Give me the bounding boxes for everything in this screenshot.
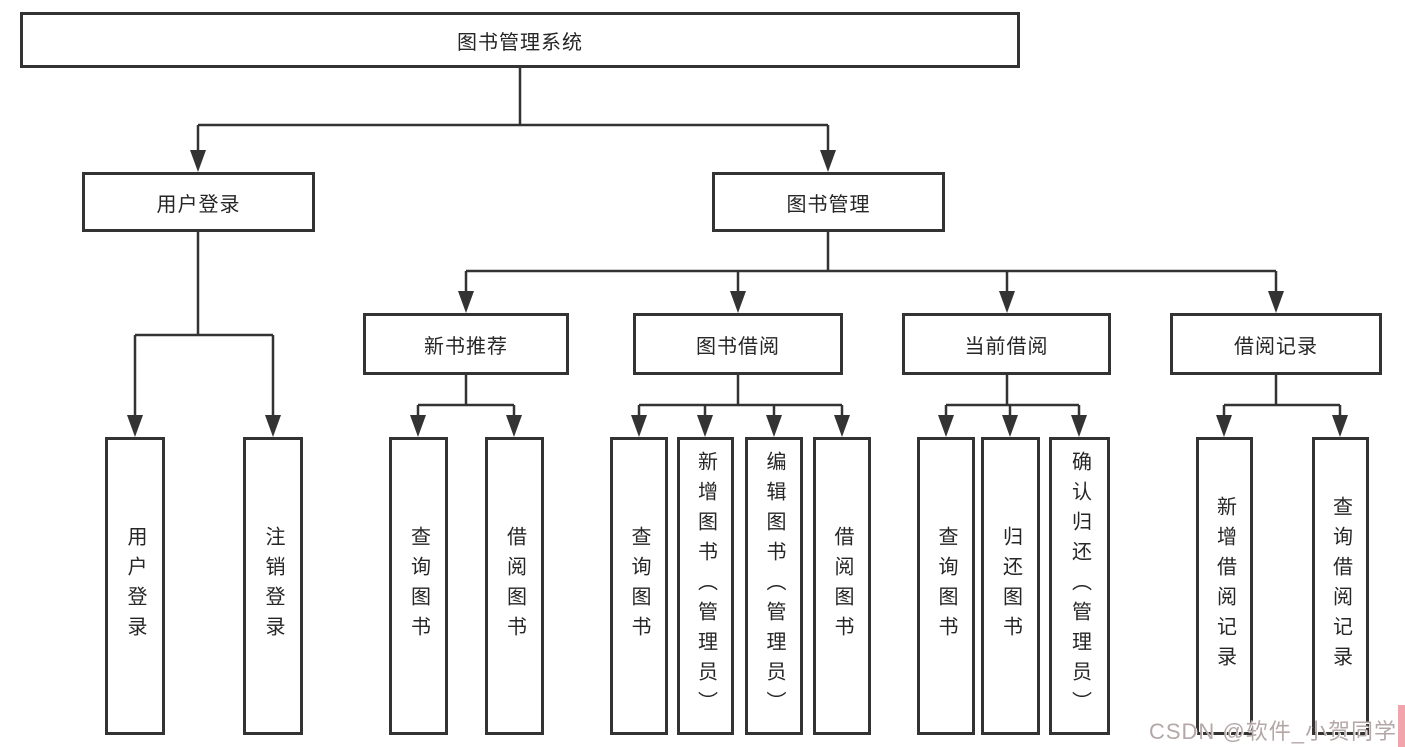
connector-new-book [416,375,516,417]
node-new-book: 新书推荐 [363,313,569,375]
connector-root [196,68,830,152]
connector-book-borrow [637,375,844,417]
node-root-label: 图书管理系统 [457,31,583,54]
leaf-user-login: 用户登录 [105,437,165,735]
leaf-borrow-edit-admin-label: 编辑图书（管理员） [763,451,785,721]
node-current-borrow-label: 当前借阅 [964,335,1049,358]
connector-current-borrow [944,375,1081,417]
node-user-login: 用户登录 [82,172,315,232]
leaf-current-confirm-admin-label: 确认归还（管理员） [1068,451,1091,721]
leaf-newbook-borrow-label: 借阅图书 [503,526,526,646]
leaf-logout-label: 注销登录 [262,526,284,646]
leaf-newbook-query: 查询图书 [389,437,448,735]
leaf-borrow-query-label: 查询图书 [628,526,650,646]
arrowheads [127,150,1348,437]
leaf-user-login-label: 用户登录 [124,526,146,646]
connector-book-mgmt [464,232,1278,293]
leaf-record-query: 查询借阅记录 [1312,437,1369,735]
leaf-borrow-add-admin: 新增图书（管理员） [677,437,734,735]
node-book-borrow-label: 图书借阅 [696,335,780,358]
watermark: CSDN @软件_小贺同学 [1148,719,1397,744]
leaf-borrow-edit-admin: 编辑图书（管理员） [745,437,803,735]
leaf-current-query-label: 查询图书 [935,526,957,646]
leaf-logout: 注销登录 [243,437,303,735]
node-user-login-label: 用户登录 [156,193,241,216]
leaf-current-return-label: 归还图书 [999,526,1022,646]
node-book-mgmt-label: 图书管理 [786,193,871,216]
leaf-record-query-label: 查询借阅记录 [1329,496,1352,676]
leaf-current-confirm-admin: 确认归还（管理员） [1049,437,1110,735]
node-new-book-label: 新书推荐 [424,335,508,358]
connector-borrow-record [1222,375,1342,417]
node-root: 图书管理系统 [20,12,1020,68]
node-book-mgmt: 图书管理 [712,172,945,232]
leaf-record-add: 新增借阅记录 [1196,437,1253,735]
leaf-newbook-query-label: 查询图书 [407,526,430,646]
leaf-borrow-book-label: 借阅图书 [831,526,853,646]
leaf-record-add-label: 新增借阅记录 [1213,496,1236,676]
node-borrow-record: 借阅记录 [1170,313,1382,375]
leaf-borrow-query: 查询图书 [610,437,668,735]
leaf-newbook-borrow: 借阅图书 [485,437,544,735]
node-current-borrow: 当前借阅 [902,313,1111,375]
leaf-current-return: 归还图书 [981,437,1040,735]
watermark-strip [1398,705,1405,747]
connector-user-login [133,232,275,417]
leaf-current-query: 查询图书 [917,437,975,735]
leaf-borrow-book: 借阅图书 [813,437,871,735]
leaf-borrow-add-admin-label: 新增图书（管理员） [694,451,717,721]
node-book-borrow: 图书借阅 [633,313,843,375]
node-borrow-record-label: 借阅记录 [1234,335,1318,358]
